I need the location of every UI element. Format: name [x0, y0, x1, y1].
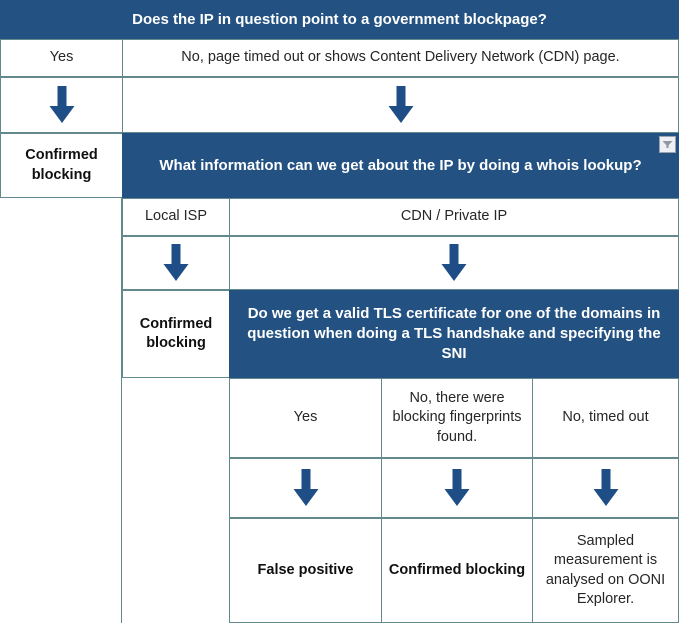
outcome-sampled-measurement-text: Sampled measurement is analysed on OONI …	[545, 533, 666, 607]
answer-tls-fingerprints-text: No, there were blocking fingerprints fou…	[392, 390, 522, 445]
question-banner-tls: Do we get a valid TLS certificate for on…	[229, 290, 679, 378]
outcome-sampled-measurement: Sampled measurement is analysed on OONI …	[532, 518, 679, 623]
outcome-confirmed-blocking-level1-text: Confirmed blocking	[25, 147, 98, 183]
question-banner-blockpage: Does the IP in question point to a gover…	[0, 0, 679, 39]
arrow-cell-tls-fingerprints	[381, 458, 533, 518]
arrow-cell-yes-blockpage	[0, 77, 123, 133]
arrow-cell-tls-yes	[229, 458, 382, 518]
answer-tls-timeout-text: No, timed out	[562, 409, 649, 426]
question-banner-blockpage-text: Does the IP in question point to a gover…	[132, 10, 547, 28]
answer-no-blockpage-text: No, page timed out or shows Content Deli…	[181, 49, 620, 66]
arrow-cell-tls-timeout	[532, 458, 679, 518]
down-arrow-icon	[388, 86, 414, 124]
outcome-false-positive: False positive	[229, 518, 382, 623]
down-arrow-icon	[441, 244, 467, 282]
outcome-confirmed-blocking-level2-text: Confirmed blocking	[139, 315, 213, 351]
answer-yes-blockpage-text: Yes	[49, 49, 74, 66]
outcome-false-positive-text: False positive	[257, 561, 354, 578]
answer-tls-timeout: No, timed out	[532, 378, 679, 458]
left-spine-empty	[0, 198, 122, 623]
answer-no-blockpage: No, page timed out or shows Content Deli…	[122, 39, 679, 77]
outcome-confirmed-blocking-level3-text: Confirmed blocking	[388, 561, 526, 578]
outcome-confirmed-blocking-level2: Confirmed blocking	[122, 290, 230, 378]
arrow-cell-no-blockpage	[122, 77, 679, 133]
answer-tls-fingerprints: No, there were blocking fingerprints fou…	[381, 378, 533, 458]
arrow-cell-local-isp	[122, 236, 230, 290]
answer-tls-yes: Yes	[229, 378, 382, 458]
outcome-confirmed-blocking-level1: Confirmed blocking	[0, 133, 123, 198]
outcome-confirmed-blocking-level3: Confirmed blocking	[381, 518, 533, 623]
answer-local-isp-text: Local ISP	[144, 208, 208, 225]
answer-local-isp: Local ISP	[122, 198, 230, 236]
answer-cdn-private-ip-text: CDN / Private IP	[400, 208, 508, 225]
question-banner-tls-text: Do we get a valid TLS certificate for on…	[247, 305, 661, 362]
answer-tls-yes-text: Yes	[293, 409, 318, 426]
answer-cdn-private-ip: CDN / Private IP	[229, 198, 679, 236]
arrow-cell-cdn-private-ip	[229, 236, 679, 290]
answer-yes-blockpage: Yes	[0, 39, 123, 77]
filter-dropdown-icon[interactable]	[659, 136, 676, 153]
question-banner-whois-text: What information can we get about the IP…	[159, 156, 642, 174]
down-arrow-icon	[49, 86, 75, 124]
down-arrow-icon	[444, 469, 470, 507]
question-banner-whois: What information can we get about the IP…	[122, 133, 679, 198]
down-arrow-icon	[293, 469, 319, 507]
down-arrow-icon	[593, 469, 619, 507]
mid-spine-empty	[122, 378, 230, 623]
down-arrow-icon	[163, 244, 189, 282]
